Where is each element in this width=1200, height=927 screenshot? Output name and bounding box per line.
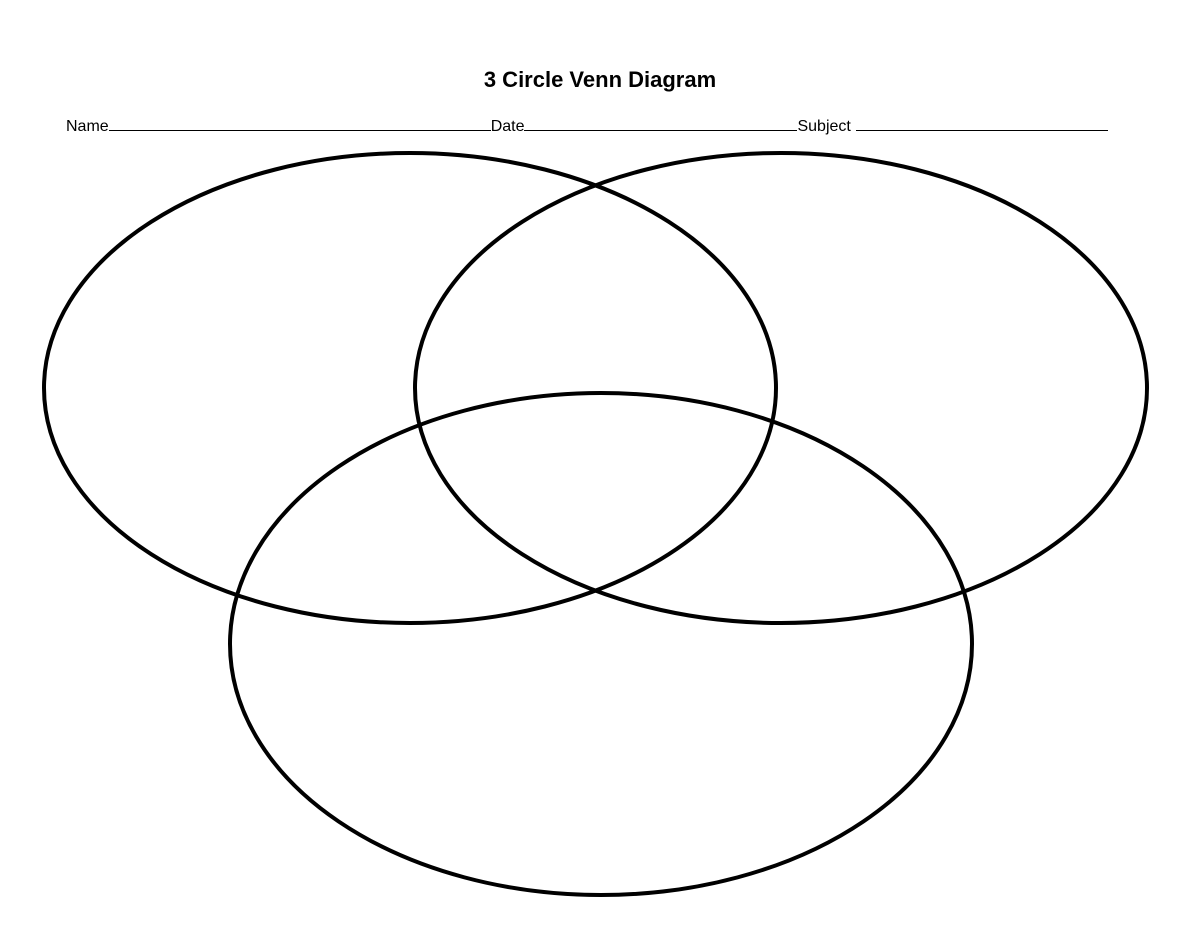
subject-blank[interactable] bbox=[855, 116, 1108, 131]
name-blank[interactable] bbox=[108, 116, 491, 131]
date-label: Date bbox=[490, 118, 525, 135]
worksheet-fields: Name Date Subject bbox=[66, 116, 1108, 137]
subject-label: Subject bbox=[797, 118, 851, 135]
name-label: Name bbox=[66, 118, 109, 135]
venn-circle-right bbox=[413, 151, 1149, 625]
venn-circle-left bbox=[42, 151, 778, 625]
date-blank[interactable] bbox=[524, 116, 798, 131]
diagram-title: 3 Circle Venn Diagram bbox=[483, 67, 717, 92]
venn-circle-bottom bbox=[228, 391, 974, 897]
